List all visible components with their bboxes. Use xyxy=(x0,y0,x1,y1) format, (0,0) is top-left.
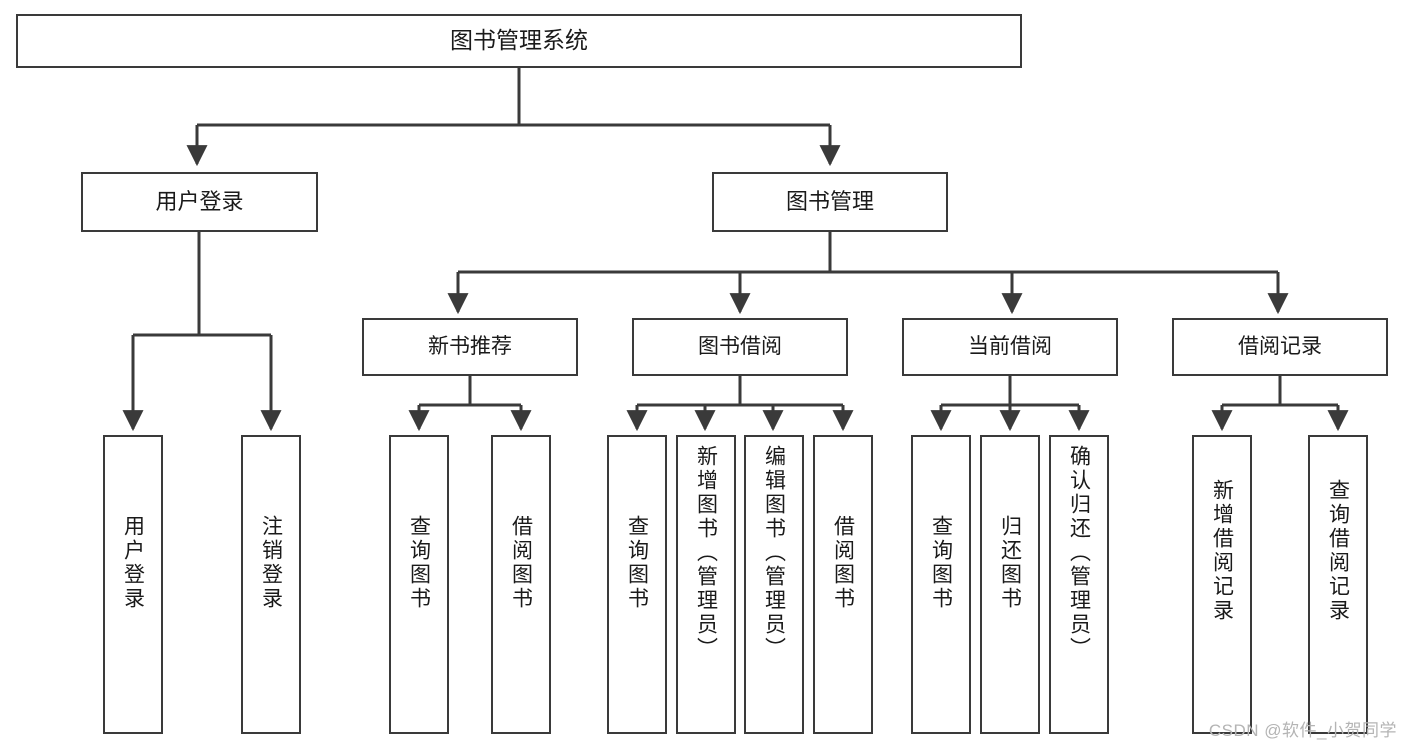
leaf-newbook-query-book[interactable]: 查询图书 xyxy=(389,435,449,734)
node-label: 新增借阅记录 xyxy=(1210,479,1234,623)
node-label: 查询图书 xyxy=(625,515,649,611)
leaf-record-add-borrow-record[interactable]: 新增借阅记录 xyxy=(1192,435,1252,734)
leaf-borrow-edit-book-admin[interactable]: 编辑图书（管理员） xyxy=(744,435,804,734)
node-current-borrow[interactable]: 当前借阅 xyxy=(902,318,1118,376)
node-label: 用户登录 xyxy=(155,189,244,215)
node-book-management[interactable]: 图书管理 xyxy=(712,172,948,232)
node-label: 查询图书 xyxy=(929,515,953,611)
leaf-borrow-query-book[interactable]: 查询图书 xyxy=(607,435,667,734)
leaf-borrow-borrow-book[interactable]: 借阅图书 xyxy=(813,435,873,734)
leaf-borrow-add-book-admin[interactable]: 新增图书（管理员） xyxy=(676,435,736,734)
node-label: 归还图书 xyxy=(998,515,1022,611)
node-label: 借阅图书 xyxy=(831,515,855,611)
node-label: 查询图书 xyxy=(407,515,431,611)
node-label: 确认归还（管理员） xyxy=(1067,445,1091,661)
node-borrow-record[interactable]: 借阅记录 xyxy=(1172,318,1388,376)
node-label: 当前借阅 xyxy=(968,334,1052,358)
node-label: 借阅图书 xyxy=(509,515,533,611)
node-label: 注销登录 xyxy=(259,515,283,611)
node-label: 新书推荐 xyxy=(428,334,512,358)
leaf-current-query-book[interactable]: 查询图书 xyxy=(911,435,971,734)
node-user-login[interactable]: 用户登录 xyxy=(81,172,318,232)
leaf-user-login[interactable]: 用户登录 xyxy=(103,435,163,734)
node-label: 新增图书（管理员） xyxy=(694,445,718,661)
node-label: 编辑图书（管理员） xyxy=(762,445,786,661)
node-label: 用户登录 xyxy=(121,515,145,611)
node-label: 图书借阅 xyxy=(698,334,782,358)
leaf-current-confirm-return-admin[interactable]: 确认归还（管理员） xyxy=(1049,435,1109,734)
leaf-newbook-borrow-book[interactable]: 借阅图书 xyxy=(491,435,551,734)
leaf-user-logout[interactable]: 注销登录 xyxy=(241,435,301,734)
node-label: 查询借阅记录 xyxy=(1326,479,1350,623)
node-label: 图书管理 xyxy=(785,189,874,215)
node-label: 图书管理系统 xyxy=(450,27,588,54)
node-root-book-management-system[interactable]: 图书管理系统 xyxy=(16,14,1022,68)
node-book-borrow[interactable]: 图书借阅 xyxy=(632,318,848,376)
leaf-current-return-book[interactable]: 归还图书 xyxy=(980,435,1040,734)
leaf-record-query-borrow-record[interactable]: 查询借阅记录 xyxy=(1308,435,1368,734)
node-new-book-recommend[interactable]: 新书推荐 xyxy=(362,318,578,376)
node-label: 借阅记录 xyxy=(1238,334,1322,358)
